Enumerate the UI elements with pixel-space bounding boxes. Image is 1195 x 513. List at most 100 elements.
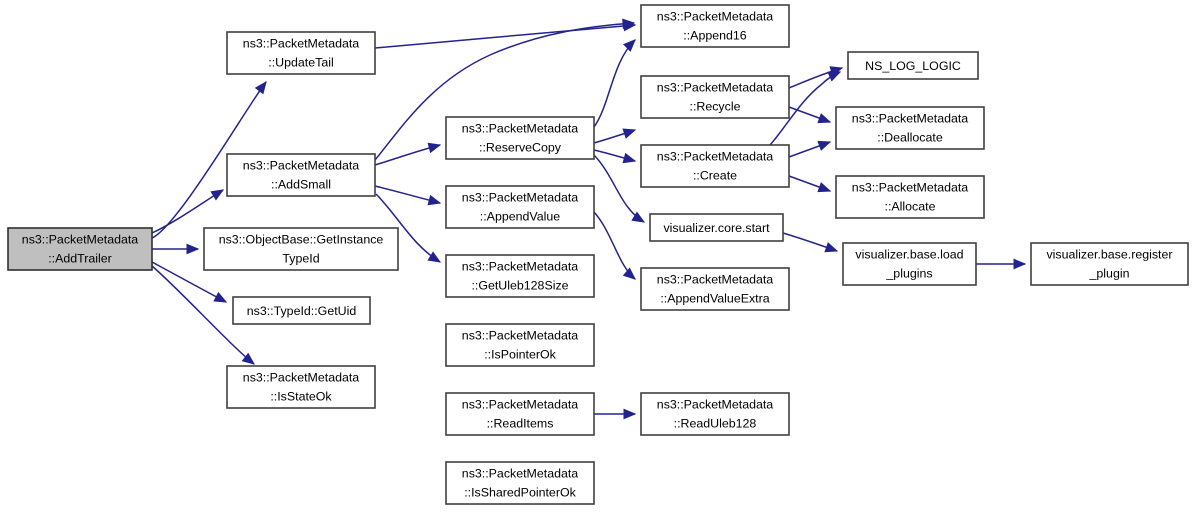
graph-node-appendvalueextra[interactable]: ns3::PacketMetadata::AppendValueExtra <box>640 267 790 311</box>
arrowhead-icon <box>427 142 442 154</box>
graph-node-visstart[interactable]: visualizer.core.start <box>649 213 784 242</box>
node-box-recycle[interactable] <box>640 75 790 119</box>
call-edge-reservecopy-to-append16 <box>593 39 636 128</box>
node-label-updatetail-line2: ::UpdateTail <box>268 55 333 69</box>
graph-node-appendvalue[interactable]: ns3::PacketMetadata::AppendValue <box>445 185 595 229</box>
graph-node-issharedptrok[interactable]: ns3::PacketMetadata::IsSharedPointerOk <box>445 461 595 505</box>
node-box-appendvalue[interactable] <box>445 185 595 229</box>
node-box-reservecopy[interactable] <box>445 116 595 160</box>
call-edge-appendvalue-to-appendvalueextra <box>593 211 636 280</box>
node-label-deallocate-line1: ns3::PacketMetadata <box>852 111 969 125</box>
node-box-getuid[interactable] <box>232 296 371 325</box>
node-box-readuleb128[interactable] <box>640 392 790 436</box>
graph-node-readuleb128[interactable]: ns3::PacketMetadata::ReadUleb128 <box>640 392 790 436</box>
graph-node-addsmall[interactable]: ns3::PacketMetadata::AddSmall <box>226 153 376 197</box>
call-edge-readitems-to-readuleb128 <box>594 408 637 420</box>
node-box-issharedptrok[interactable] <box>445 461 595 505</box>
node-box-readitems[interactable] <box>445 392 595 436</box>
graph-node-append16[interactable]: ns3::PacketMetadata::Append16 <box>640 4 790 48</box>
node-box-visstart[interactable] <box>649 213 784 242</box>
graph-node-allocate[interactable]: ns3::PacketMetadata::Allocate <box>835 175 985 219</box>
graph-node-recycle[interactable]: ns3::PacketMetadata::Recycle <box>640 75 790 119</box>
call-edge-addtrailer-to-getuid <box>151 261 228 303</box>
node-box-ispointerok[interactable] <box>445 323 595 367</box>
node-label-getinstance-line1: ns3::ObjectBase::GetInstance <box>219 232 384 246</box>
call-edge-addtrailer-to-addsmall <box>151 189 225 234</box>
node-label-appendvalueextra-line2: ::AppendValueExtra <box>660 291 769 305</box>
node-label-addsmall-line2: ::AddSmall <box>271 177 331 191</box>
node-label-recycle-line2: ::Recycle <box>690 99 741 113</box>
node-label-deallocate-line2: ::Deallocate <box>877 130 943 144</box>
node-label-updatetail-line1: ns3::PacketMetadata <box>243 36 360 50</box>
arrowhead-icon <box>622 267 636 280</box>
node-label-getuleb128size-line2: ::GetUleb128Size <box>471 278 568 292</box>
node-label-nsloglogic: NS_LOG_LOGIC <box>865 59 961 73</box>
arrowhead-icon <box>186 243 200 255</box>
node-box-create[interactable] <box>640 144 790 188</box>
node-label-recycle-line1: ns3::PacketMetadata <box>657 80 774 94</box>
node-label-appendvalue-line2: ::AppendValue <box>480 209 560 223</box>
node-label-ispointerok-line2: ::IsPointerOk <box>484 347 556 361</box>
node-box-getinstance[interactable] <box>203 227 399 271</box>
node-box-addsmall[interactable] <box>226 153 376 197</box>
graph-node-reservecopy[interactable]: ns3::PacketMetadata::ReserveCopy <box>445 116 595 160</box>
node-label-issharedptrok-line1: ns3::PacketMetadata <box>462 466 579 480</box>
node-label-issharedptrok-line2: ::IsSharedPointerOk <box>464 485 576 499</box>
call-edge-addtrailer-to-getinstance <box>152 243 200 255</box>
arrowhead-icon <box>622 18 636 30</box>
call-edge-create-to-nsloglogic <box>769 71 842 146</box>
node-box-deallocate[interactable] <box>835 106 985 150</box>
graph-node-isstateok[interactable]: ns3::PacketMetadata::IsStateOk <box>226 365 376 409</box>
node-label-appendvalueextra-line1: ns3::PacketMetadata <box>657 272 774 286</box>
arrowhead-icon <box>631 211 646 223</box>
node-box-allocate[interactable] <box>835 175 985 219</box>
call-edge-addsmall-to-reservecopy <box>374 142 442 166</box>
node-label-registerplugin-line1: visualizer.base.register <box>1046 247 1172 261</box>
node-box-updatetail[interactable] <box>226 31 376 75</box>
node-label-allocate-line1: ns3::PacketMetadata <box>852 180 969 194</box>
graph-node-addtrailer[interactable]: ns3::PacketMetadata::AddTrailer <box>7 227 153 271</box>
call-edge-visstart-to-loadplugins <box>782 232 839 253</box>
node-box-isstateok[interactable] <box>226 365 376 409</box>
arrowhead-icon <box>241 352 256 365</box>
graph-node-nsloglogic[interactable]: NS_LOG_LOGIC <box>847 51 979 80</box>
node-box-registerplugin[interactable] <box>1030 242 1189 286</box>
node-box-appendvalueextra[interactable] <box>640 267 790 311</box>
call-edge-reservecopy-to-recycle <box>593 128 637 144</box>
node-box-loadplugins[interactable] <box>842 242 977 286</box>
node-label-appendvalue-line1: ns3::PacketMetadata <box>462 190 579 204</box>
arrowhead-icon <box>427 194 442 206</box>
node-label-addsmall-line1: ns3::PacketMetadata <box>243 158 360 172</box>
graph-node-ispointerok[interactable]: ns3::PacketMetadata::IsPointerOk <box>445 323 595 367</box>
graph-node-create[interactable]: ns3::PacketMetadata::Create <box>640 144 790 188</box>
call-edge-reservecopy-to-create <box>593 149 637 164</box>
node-box-nsloglogic[interactable] <box>847 51 979 80</box>
graph-node-getuleb128size[interactable]: ns3::PacketMetadata::GetUleb128Size <box>445 254 595 298</box>
node-label-readuleb128-line1: ns3::PacketMetadata <box>657 397 774 411</box>
arrowhead-icon <box>213 291 228 303</box>
call-edge-loadplugins-to-registerplugin <box>976 258 1027 270</box>
node-label-visstart: visualizer.core.start <box>663 221 770 235</box>
call-edge-addsmall-to-append16 <box>374 18 636 161</box>
call-edge-addtrailer-to-isstateok <box>151 265 256 365</box>
node-label-getinstance-line2: TypeId <box>282 251 319 265</box>
node-label-isstateok-line2: ::IsStateOk <box>270 389 332 403</box>
call-edge-create-to-deallocate <box>788 140 832 158</box>
arrowhead-icon <box>427 251 442 263</box>
node-label-create-line1: ns3::PacketMetadata <box>657 149 774 163</box>
graph-node-deallocate[interactable]: ns3::PacketMetadata::Deallocate <box>835 106 985 150</box>
node-label-isstateok-line1: ns3::PacketMetadata <box>243 370 360 384</box>
graph-node-loadplugins[interactable]: visualizer.base.load_plugins <box>842 242 977 286</box>
node-box-getuleb128size[interactable] <box>445 254 595 298</box>
node-layer: ns3::PacketMetadata::AddTrailerns3::Pack… <box>7 4 1189 505</box>
node-label-getuleb128size-line1: ns3::PacketMetadata <box>462 259 579 273</box>
graph-node-readitems[interactable]: ns3::PacketMetadata::ReadItems <box>445 392 595 436</box>
node-box-addtrailer[interactable] <box>7 227 153 271</box>
graph-node-getuid[interactable]: ns3::TypeId::GetUid <box>232 296 371 325</box>
node-box-append16[interactable] <box>640 4 790 48</box>
node-label-readitems-line1: ns3::PacketMetadata <box>462 397 579 411</box>
graph-node-updatetail[interactable]: ns3::PacketMetadata::UpdateTail <box>226 31 376 75</box>
graph-node-registerplugin[interactable]: visualizer.base.register_plugin <box>1030 242 1189 286</box>
